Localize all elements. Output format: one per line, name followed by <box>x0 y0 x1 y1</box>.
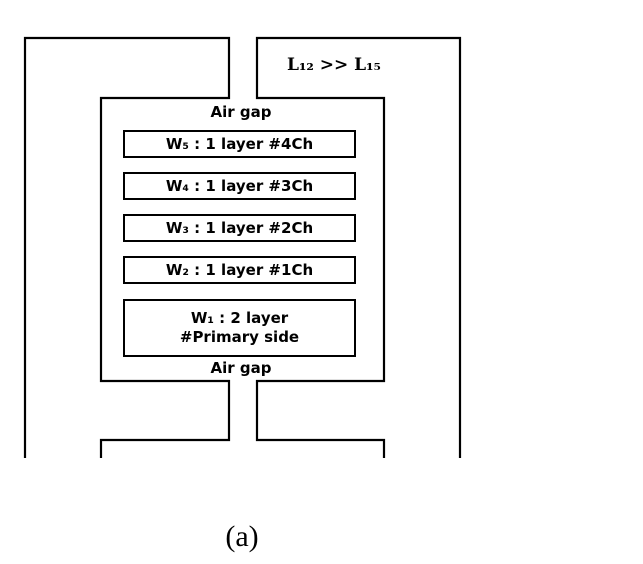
figure-caption: (a) <box>225 520 259 553</box>
air-gap-bottom-label: Air gap <box>210 359 272 377</box>
winding-w5-label: W₅ : 1 layer #4Ch <box>165 134 314 153</box>
core-left-bottom-piece <box>99 423 231 458</box>
air-gap-top-label: Air gap <box>210 103 272 121</box>
winding-w1-label-line2: #Primary side <box>179 328 300 346</box>
inductance-relation-label: L₁₂ >> L₁₅ <box>286 55 381 75</box>
winding-w2-label: W₂ : 1 layer #1Ch <box>165 260 314 279</box>
winding-w3-box: W₃ : 1 layer #2Ch <box>123 214 356 242</box>
winding-w1-label-line1: W₁ : 2 layer <box>190 309 289 327</box>
winding-w4-label: W₄ : 1 layer #3Ch <box>165 176 314 195</box>
winding-w5-box: W₅ : 1 layer #4Ch <box>123 130 356 158</box>
winding-w4-box: W₄ : 1 layer #3Ch <box>123 172 356 200</box>
winding-w2-box: W₂ : 1 layer #1Ch <box>123 256 356 284</box>
winding-w1-box: W₁ : 2 layer #Primary side <box>123 299 356 357</box>
core-left-upper-leg <box>23 36 231 458</box>
core-right-upper-leg <box>255 36 462 458</box>
core-right-bottom-piece <box>255 423 386 458</box>
winding-w3-label: W₃ : 1 layer #2Ch <box>165 218 314 237</box>
